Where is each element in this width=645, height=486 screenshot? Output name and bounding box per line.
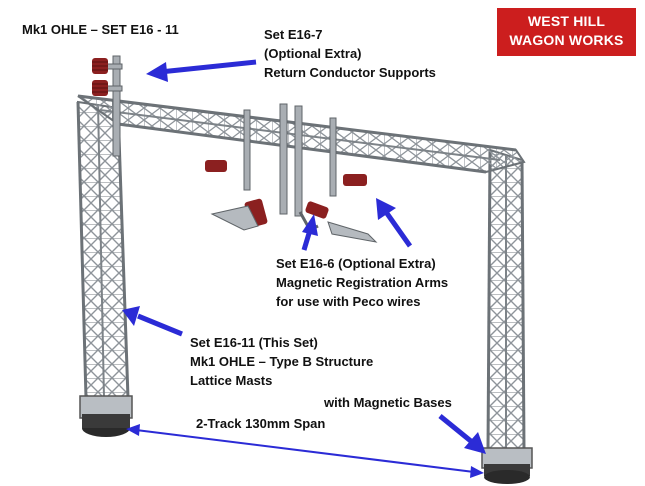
arrow-to-magnetic-base <box>438 414 486 454</box>
arrow-to-registration-arm-center <box>301 214 318 251</box>
callout-e16-6-line-3: for use with Peco wires <box>276 294 421 309</box>
callout-e16-11-line-2: Mk1 OHLE – Type B Structure <box>190 354 374 369</box>
drop-posts <box>243 103 337 217</box>
arrow-to-registration-arm-right <box>376 198 413 248</box>
brand-logo: WEST HILL WAGON WORKS <box>497 8 636 56</box>
callout-e16-7: Set E16-7 (Optional Extra) Return Conduc… <box>264 25 436 82</box>
callout-e16-6: Set E16-6 (Optional Extra) Magnetic Regi… <box>276 254 448 311</box>
callout-e16-7-line-1: Set E16-7 <box>264 27 323 42</box>
arrow-to-lattice-mast <box>122 306 183 337</box>
callout-e16-11: Set E16-11 (This Set) Mk1 OHLE – Type B … <box>190 333 373 390</box>
callout-span: 2-Track 130mm Span <box>196 416 326 431</box>
brand-line-2: WAGON WORKS <box>509 32 624 48</box>
return-conductor-supports <box>92 55 123 157</box>
registration-arms <box>205 160 378 243</box>
callout-e16-6-line-2: Magnetic Registration Arms <box>276 275 449 290</box>
callout-e16-6-line-1: Set E16-6 (Optional Extra) <box>276 256 436 271</box>
arrows <box>122 59 486 478</box>
right-magnetic-base <box>481 447 533 484</box>
callout-e16-7-line-3: Return Conductor Supports <box>264 65 436 80</box>
page-title: Mk1 OHLE – SET E16 - 11 <box>22 22 179 37</box>
left-magnetic-base <box>79 395 133 437</box>
callout-e16-11-line-3: Lattice Masts <box>190 373 273 388</box>
brand-line-1: WEST HILL <box>527 13 606 29</box>
callout-magnetic-bases: with Magnetic Bases <box>324 395 452 410</box>
callout-e16-11-line-1: Set E16-11 (This Set) <box>190 335 318 350</box>
right-lattice-mast <box>486 148 526 451</box>
span-dimension-arrow <box>126 424 484 478</box>
arrow-to-return-conductor <box>146 59 257 82</box>
callout-e16-7-line-2: (Optional Extra) <box>264 46 362 61</box>
